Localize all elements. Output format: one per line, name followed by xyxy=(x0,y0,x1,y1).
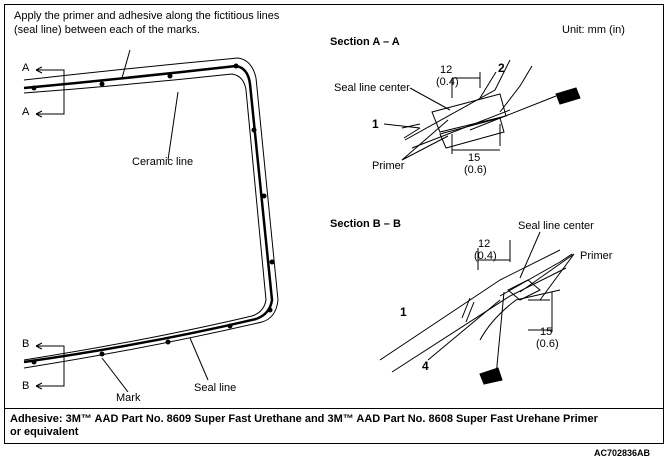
aa-seal-line-center: Seal line center xyxy=(334,82,410,94)
aa-dim-top-mm: 12 xyxy=(440,64,453,76)
bb-dim-top-in: (0.4) xyxy=(474,250,497,262)
aa-dim-top-in: (0.4) xyxy=(436,76,459,88)
section-bb-title: Section B – B xyxy=(330,218,401,230)
footer-line-1: Adhesive: 3M™ AAD Part No. 8609 Super Fa… xyxy=(10,413,598,425)
aa-primer-label: Primer xyxy=(372,160,405,172)
bb-dim-bottom-mm: 15 xyxy=(540,326,553,338)
label-a-bottom: A xyxy=(22,106,30,118)
bb-seal-line-center: Seal line center xyxy=(518,220,594,232)
label-a-top: A xyxy=(22,62,30,74)
footer-line-2: or equivalent xyxy=(10,426,79,438)
aa-callout-1: 1 xyxy=(372,117,379,131)
primer-gun-aa xyxy=(555,87,581,105)
aa-callout-2: 2 xyxy=(498,61,505,75)
windshield-outline xyxy=(23,57,279,369)
ceramic-line-label: Ceramic line xyxy=(132,156,194,168)
instruction-line-2: (seal line) between each of the marks. xyxy=(14,24,200,36)
label-b-top: B xyxy=(22,338,30,350)
bb-callout-1: 1 xyxy=(400,305,407,319)
diagram-frame xyxy=(4,4,664,444)
seal-marks xyxy=(31,63,275,365)
bb-primer-label: Primer xyxy=(580,250,613,262)
bb-dim-bottom-in: (0.6) xyxy=(536,338,559,350)
mark-label: Mark xyxy=(116,392,141,404)
section-aa-title: Section A – A xyxy=(330,36,400,48)
bb-callout-4: 4 xyxy=(422,359,429,373)
aa-dim-bottom-mm: 15 xyxy=(468,152,481,164)
footer-divider xyxy=(4,408,664,409)
ceramic-line-path xyxy=(23,73,267,361)
seal-line-label: Seal line xyxy=(194,382,237,394)
figure-code: AC702836AB xyxy=(594,448,651,458)
unit-label: Unit: mm (in) xyxy=(562,24,625,36)
bb-dim-top-mm: 12 xyxy=(478,238,491,250)
label-b-bottom: B xyxy=(22,380,30,392)
primer-gun-bb xyxy=(479,367,503,385)
instruction-line-1: Apply the primer and adhesive along the … xyxy=(14,10,280,22)
seal-line-path xyxy=(23,64,274,364)
aa-dim-bottom-in: (0.6) xyxy=(464,164,487,176)
